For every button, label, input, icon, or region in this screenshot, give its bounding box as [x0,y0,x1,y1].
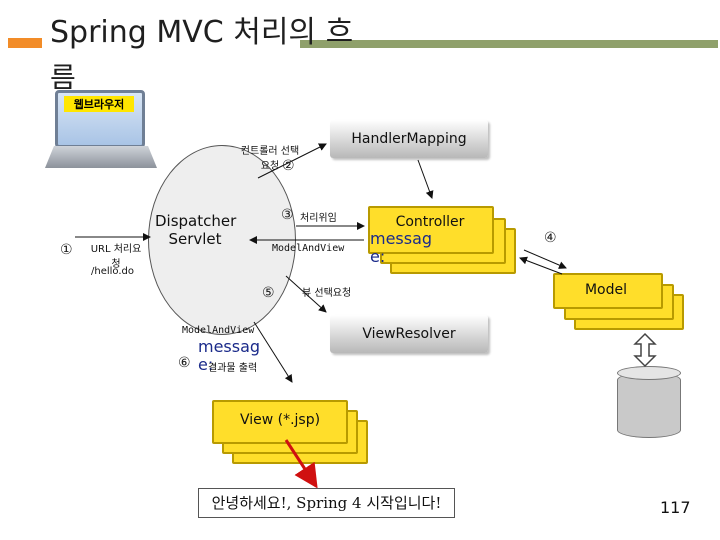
page-title: Spring MVC 처리의 흐 [50,15,354,50]
step-1-number: ① [60,242,73,258]
step-6-label: 결과물 출력 [208,363,258,374]
model-label: Model [584,282,628,298]
message-placeholder-a: messag e: [370,229,433,266]
message-placeholder-b: messag e: [198,337,261,374]
model-db-double-arrow [633,332,657,368]
arrow-render [253,321,293,383]
model-node [553,273,663,309]
title-rule [300,40,718,48]
step-3-return-label: ModelAndView [272,243,345,254]
page-title-line2: 름 [50,61,76,94]
step-3-number: ③ [281,207,294,223]
arrow-output [284,439,318,489]
arrow-handler-to-controller [417,159,434,199]
view-resolver-node: ViewResolver [330,315,488,353]
arrow-controller-to-model [523,249,567,269]
arrow-model-to-controller [519,256,563,275]
arrow-handler-request [257,143,327,179]
step-6-number: ⑥ [178,355,191,371]
handler-mapping-node: HandlerMapping [330,120,488,158]
database-top [617,366,681,380]
step-6-modelandview-label: ModelAndView [182,325,255,336]
view-label: View (*.jsp) [239,412,321,428]
step-3-label: 처리위임 [300,213,337,224]
view-node [212,400,348,444]
controller-node [368,206,494,254]
page-number: 117 [660,498,691,517]
step-2-label: 컨트롤러 선택 요청 [240,146,300,172]
step-1-url: /hello.do [91,266,135,277]
step-2-number: ② [282,158,295,174]
dispatcher-servlet-label: Dispatcher Servlet [155,212,237,248]
browser-label: 웹브라우저 [64,96,134,112]
step-4-number: ④ [544,230,557,246]
arrow-view-select [285,275,327,313]
title-accent-square [8,38,42,48]
step-1-label: URL 처리요 청 [90,244,142,270]
result-output: 안녕하세요!, Spring 4 시작입니다! [198,488,455,518]
controller-label: Controller [395,214,465,230]
laptop-base [45,146,157,168]
step-5-label: 뷰 선택요청 [302,288,352,299]
step-5-number: ⑤ [262,285,275,301]
